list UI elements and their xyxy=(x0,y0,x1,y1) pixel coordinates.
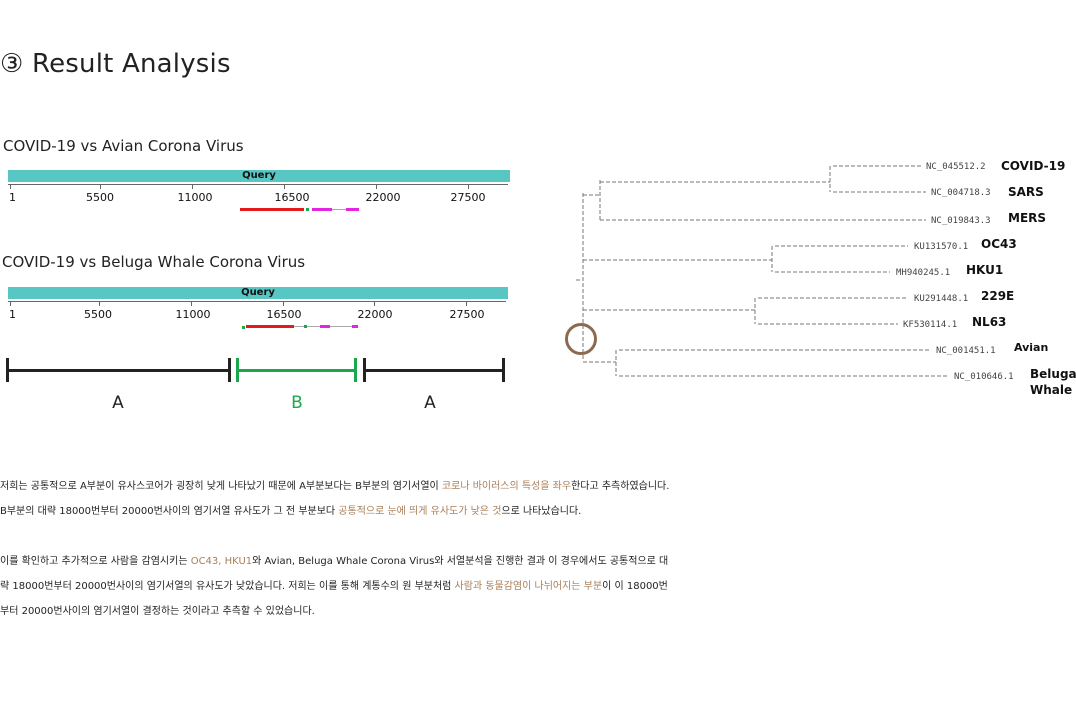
segment-cap xyxy=(228,358,231,382)
species-labels: COVID-19 SARS MERS OC43 HKU1 229E NL63 A… xyxy=(966,159,1076,397)
blast-subtitle-beluga: COVID-19 vs Beluga Whale Corona Virus xyxy=(2,253,306,271)
axis-tick xyxy=(466,301,467,306)
tick-label: 22000 xyxy=(365,191,401,204)
leaf-name-oc43: OC43 xyxy=(981,237,1017,251)
highlight-text: 코로나 바이러스의 특성을 좌우 xyxy=(441,481,572,492)
tick-label: 27500 xyxy=(450,191,486,204)
leaf-name-beluga: Beluga xyxy=(1030,367,1076,381)
hit-magenta xyxy=(320,325,330,328)
axis-tick xyxy=(374,301,375,306)
segment-cap xyxy=(354,358,357,382)
leaf-name-hku1: HKU1 xyxy=(966,263,1003,277)
axis-tick xyxy=(468,184,469,189)
axis-line xyxy=(8,301,506,302)
hit-magenta xyxy=(346,208,359,211)
tick-label: 16500 xyxy=(274,191,310,204)
text-run: 이 이 18000번 xyxy=(602,581,668,592)
hit-red xyxy=(246,325,294,328)
segment-a1-label: A xyxy=(112,393,124,413)
leaf-name-229e: 229E xyxy=(981,289,1014,303)
segment-b-label: B xyxy=(291,393,303,413)
leaf-accession: KF530114.1 xyxy=(903,320,957,330)
hit-green xyxy=(304,325,307,328)
tick-label: 1 xyxy=(9,308,16,321)
hit-gap xyxy=(332,209,346,210)
axis-tick xyxy=(100,184,101,189)
highlight-circle xyxy=(565,323,597,355)
highlight-text: 사람과 동물감염이 나뉘어지는 부분 xyxy=(454,581,603,592)
leaf-name-mers: MERS xyxy=(1008,211,1046,225)
leaf-accession: NC_010646.1 xyxy=(954,372,1014,382)
leaf-name-nl63: NL63 xyxy=(972,315,1006,329)
blast-panel-beluga: Query 1 5500 11000 16500 22000 27500 xyxy=(6,287,512,347)
query-bar: Query xyxy=(8,287,508,299)
query-bar: Query xyxy=(8,170,510,182)
tick-label: 27500 xyxy=(449,308,485,321)
leaf-name-whale: Whale xyxy=(1030,383,1072,397)
blast-panel-avian: Query 1 5500 11000 16500 22000 27500 xyxy=(6,170,512,230)
section-title: ③ Result Analysis xyxy=(0,49,231,79)
segment-cap xyxy=(502,358,505,382)
axis-tick xyxy=(10,184,11,189)
axis-tick xyxy=(99,301,100,306)
tick-label: 5500 xyxy=(84,308,112,321)
hit-green xyxy=(306,208,309,211)
axis-line xyxy=(8,184,508,185)
tree-branches xyxy=(576,165,948,377)
leaf-accession: KU291448.1 xyxy=(914,294,968,304)
accession-labels: NC_045512.2 NC_004718.3 NC_019843.3 KU13… xyxy=(896,162,1014,382)
segment-a2-label: A xyxy=(424,393,436,413)
hit-green xyxy=(242,326,245,329)
tick-label: 11000 xyxy=(177,191,213,204)
paragraph-2-line-1: 이를 확인하고 추가적으로 사람을 감염시키는 OC43, HKU1와 Avia… xyxy=(0,549,1076,574)
text-run: 저희는 공통적으로 A부분이 유사스코어가 굉장히 낮게 나타났기 때문에 A부… xyxy=(0,481,442,492)
leaf-accession: NC_019843.3 xyxy=(931,216,991,226)
highlight-text: OC43, HKU1 xyxy=(190,556,253,567)
leaf-accession: MH940245.1 xyxy=(896,268,950,278)
hit-red xyxy=(240,208,304,211)
hit-magenta xyxy=(312,208,332,211)
axis-tick xyxy=(376,184,377,189)
axis-tick xyxy=(10,301,11,306)
leaf-name-covid19: COVID-19 xyxy=(1001,159,1065,173)
paragraph-2-line-3: 부터 20000번사이의 염기서열이 결정하는 것이라고 추측할 수 있었습니다… xyxy=(0,599,1076,624)
leaf-name-avian: Avian xyxy=(1014,341,1048,354)
axis-tick xyxy=(283,301,284,306)
paragraph-2-line-2: 략 18000번부터 20000번사이의 염기서열의 유사도가 낮았습니다. 저… xyxy=(0,574,1076,599)
axis-tick xyxy=(191,301,192,306)
hit-magenta xyxy=(352,325,358,328)
segment-a1-line xyxy=(6,369,230,372)
axis-tick xyxy=(192,184,193,189)
paragraph-1-line-2: B부분의 대략 18000번부터 20000번사이의 염기서열 유사도가 그 전… xyxy=(0,499,1076,524)
text-run: B부분의 대략 18000번부터 20000번사이의 염기서열 유사도가 그 전… xyxy=(0,506,339,517)
axis-tick xyxy=(284,184,285,189)
leaf-accession: NC_001451.1 xyxy=(936,346,996,356)
leaf-accession: NC_004718.3 xyxy=(931,188,991,198)
tick-label: 11000 xyxy=(175,308,211,321)
highlight-text: 공통적으로 눈에 띄게 유사도가 낮은 것 xyxy=(338,506,502,517)
text-run: 이를 확인하고 추가적으로 사람을 감염시키는 xyxy=(0,556,191,567)
phylogenetic-tree: NC_045512.2 NC_004718.3 NC_019843.3 KU13… xyxy=(565,159,1076,397)
hit-gap xyxy=(330,326,352,327)
tick-label: 5500 xyxy=(86,191,114,204)
text-run: 략 18000번부터 20000번사이의 염기서열의 유사도가 낮았습니다. 저… xyxy=(0,581,455,592)
leaf-name-sars: SARS xyxy=(1008,185,1044,199)
segment-a2-line xyxy=(363,369,505,372)
leaf-accession: KU131570.1 xyxy=(914,242,968,252)
text-run: 으로 나타났습니다. xyxy=(501,506,582,517)
text-run: 한다고 추측하였습니다. xyxy=(571,481,670,492)
tick-label: 22000 xyxy=(357,308,393,321)
paragraph-1-line-1: 저희는 공통적으로 A부분이 유사스코어가 굉장히 낮게 나타났기 때문에 A부… xyxy=(0,474,1076,499)
tick-label: 16500 xyxy=(266,308,302,321)
text-run: 부터 20000번사이의 염기서열이 결정하는 것이라고 추측할 수 있었습니다… xyxy=(0,606,315,617)
hit-gap xyxy=(294,326,320,327)
blast-subtitle-avian: COVID-19 vs Avian Corona Virus xyxy=(3,137,244,155)
segment-b-line xyxy=(236,369,357,372)
tick-label: 1 xyxy=(9,191,16,204)
text-run: 와 Avian, Beluga Whale Corona Virus와 서열분석… xyxy=(252,556,669,567)
leaf-accession: NC_045512.2 xyxy=(926,162,986,172)
